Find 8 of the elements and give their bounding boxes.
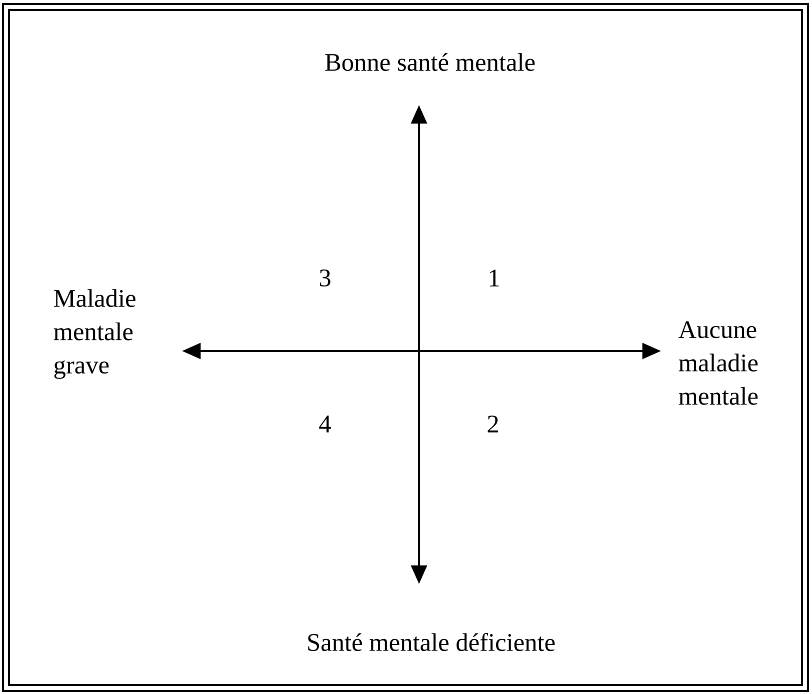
quadrant-number: 1 <box>490 270 499 286</box>
quadrant-number: 2 <box>488 416 498 432</box>
quadrant-number: 4 <box>319 416 331 432</box>
axis-label: Aucune maladie mentale <box>678 321 758 405</box>
axis-label: Maladie mentale grave <box>54 289 136 379</box>
axis-label: Santé mentale déficiente <box>308 632 555 652</box>
axis-label: Bonne santé mentale <box>325 53 535 71</box>
quadrant-number: 3 <box>320 270 330 287</box>
